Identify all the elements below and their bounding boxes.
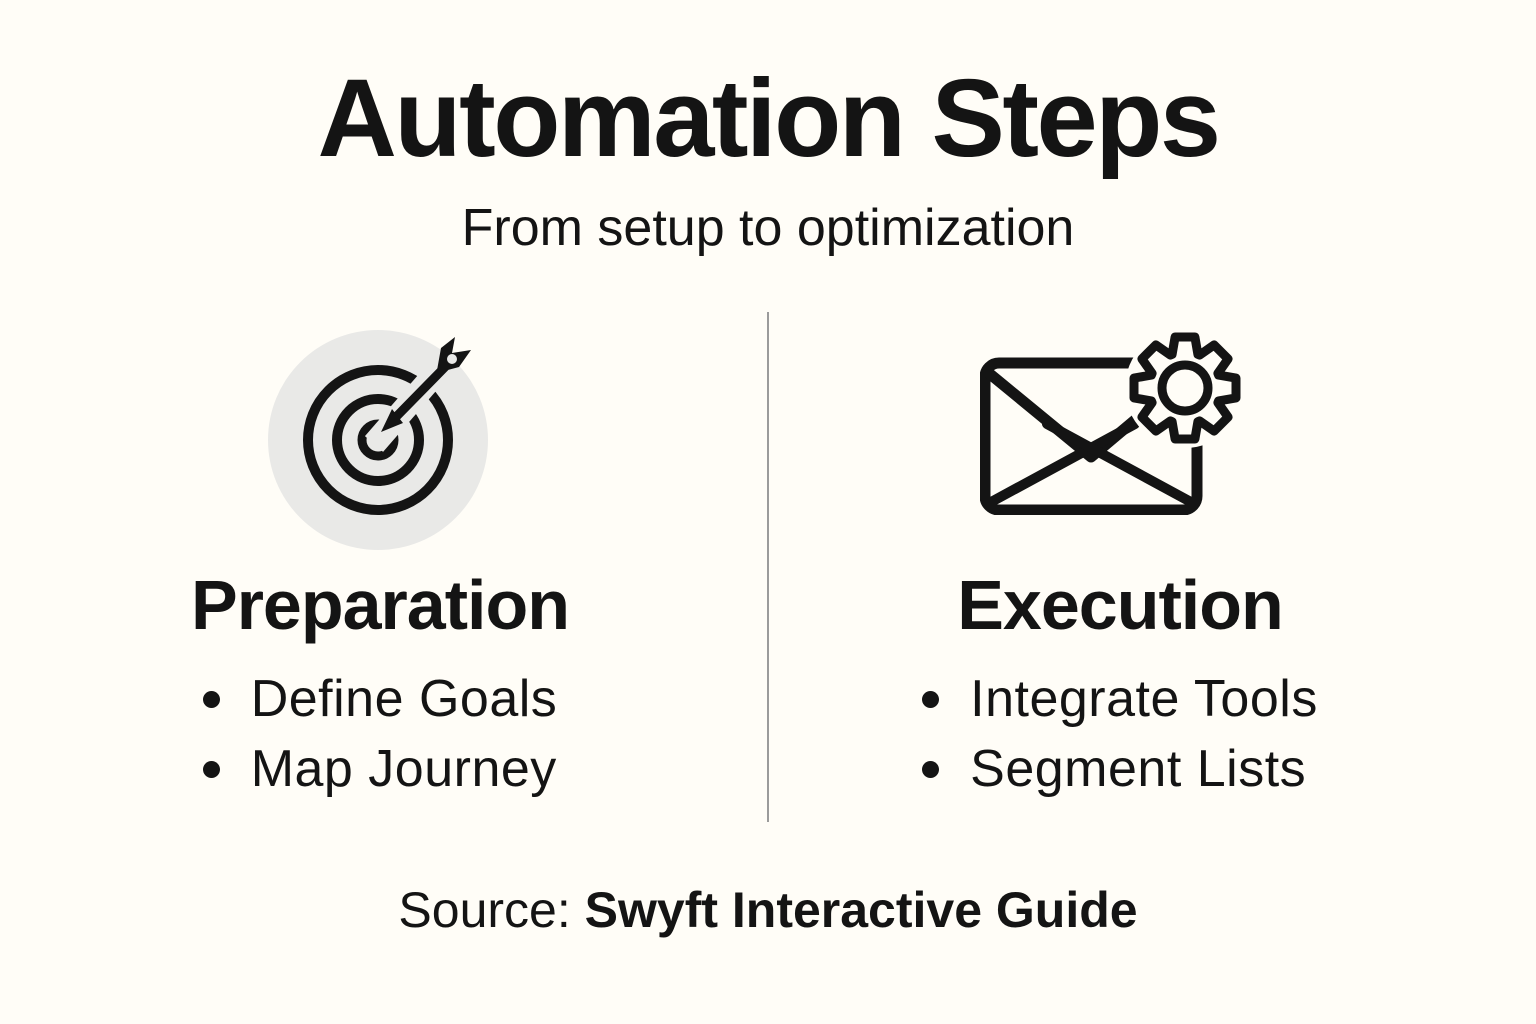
source-label: Source: bbox=[398, 882, 571, 938]
list-item: Segment Lists bbox=[922, 734, 1318, 804]
list-item: Define Goals bbox=[202, 664, 558, 734]
list-item: Map Journey bbox=[202, 734, 558, 804]
target-arrow-icon bbox=[268, 330, 488, 550]
bullet-dot bbox=[202, 690, 220, 708]
source-line: Source: Swyft Interactive Guide bbox=[0, 878, 1536, 943]
bullet-dot bbox=[202, 760, 220, 778]
execution-list: Integrate Tools Segment Lists bbox=[740, 664, 1500, 804]
source-value: Swyft Interactive Guide bbox=[584, 882, 1138, 938]
list-item-label: Segment Lists bbox=[970, 740, 1307, 798]
list-item-label: Define Goals bbox=[250, 670, 558, 728]
list-item-label: Integrate Tools bbox=[970, 670, 1318, 728]
preparation-list: Define Goals Map Journey bbox=[0, 664, 760, 804]
page-subtitle: From setup to optimization bbox=[461, 199, 1075, 257]
gear-icon bbox=[1129, 332, 1241, 444]
column-divider bbox=[767, 312, 769, 822]
heading-preparation: Preparation bbox=[191, 566, 570, 644]
list-item: Integrate Tools bbox=[922, 664, 1318, 734]
heading-execution: Execution bbox=[957, 566, 1284, 644]
email-gear-icon bbox=[980, 330, 1245, 515]
bullet-dot bbox=[922, 690, 940, 708]
list-item-label: Map Journey bbox=[250, 740, 557, 798]
bullet-dot bbox=[922, 760, 940, 778]
page-title: Automation Steps bbox=[317, 57, 1221, 180]
